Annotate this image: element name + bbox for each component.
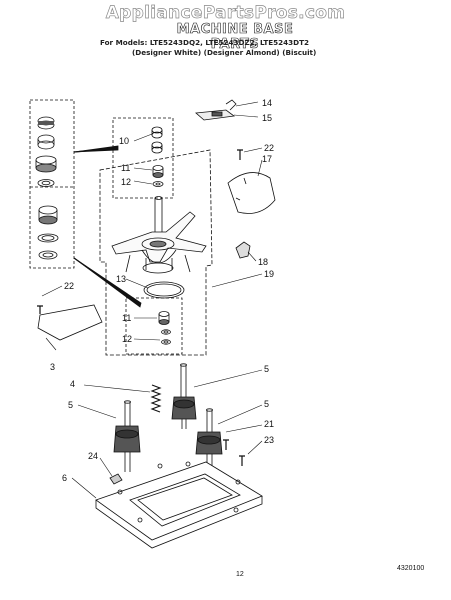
callout-11-upper: 11 (121, 163, 130, 173)
callout-18: 18 (258, 257, 268, 267)
callout-19: 19 (264, 269, 274, 279)
callout-6: 6 (62, 473, 67, 483)
leader-lines (41, 101, 263, 499)
shock-strut-center (171, 363, 197, 429)
callout-10: 10 (119, 136, 129, 146)
callout-11-lower: 11 (122, 313, 131, 323)
left-bearing-set-lower (37, 205, 59, 260)
model-list: For Models: LTE5243DQ2, LTE5243DZ2, LTE5… (100, 38, 340, 58)
site-watermark: AppliancePartsPros.com (105, 3, 346, 24)
page-number: 12 (236, 571, 244, 578)
models-line: For Models: LTE5243DQ2, LTE5243DZ2, LTE5… (100, 38, 310, 47)
motor-cover (227, 172, 276, 214)
left-bearing-set-upper (35, 116, 57, 187)
base-plate (37, 304, 103, 341)
base-clip (109, 473, 123, 485)
lower-bearing-parts (158, 311, 171, 345)
screw-right-2 (239, 455, 245, 466)
screw-right-1 (223, 439, 229, 450)
callout-4: 4 (70, 379, 75, 389)
callout-12-upper: 12 (121, 177, 131, 187)
document-number: 4320100 (397, 565, 424, 572)
callout-22-lower: 22 (64, 281, 74, 291)
callout-22-upper: 22 (264, 143, 274, 153)
callout-3: 3 (50, 362, 55, 372)
transmission-hub (111, 196, 207, 274)
switch-bracket (195, 99, 237, 121)
machine-base-frame (95, 461, 263, 549)
screw-upper (237, 149, 243, 160)
shock-strut-left (113, 400, 141, 472)
callout-21: 21 (264, 419, 274, 429)
wire-clip (235, 241, 251, 259)
hub-assembly-outline (99, 149, 213, 356)
callout-5-right: 5 (264, 399, 269, 409)
callout-17: 17 (262, 154, 272, 164)
callout-24: 24 (88, 451, 98, 461)
callout-12-lower: 12 (122, 334, 132, 344)
callout-5-left: 5 (68, 400, 73, 410)
variants-line: (Designer White) (Designer Almond) (Bisc… (132, 48, 317, 57)
callout-23: 23 (264, 435, 274, 445)
upper-parts-box (112, 117, 174, 199)
lower-parts-box (125, 297, 183, 355)
callout-labels: 14 15 10 11 12 22 17 18 19 13 22 11 12 3… (50, 98, 274, 483)
callout-5-center: 5 (264, 364, 269, 374)
callout-15: 15 (262, 113, 272, 123)
upper-bearing-parts (151, 126, 164, 187)
shock-strut-right (195, 408, 223, 466)
suspension-spring (150, 384, 162, 413)
left-parts-box (29, 99, 75, 269)
callout-13: 13 (116, 274, 126, 284)
diagram-title: MACHINE BASE PARTS (176, 22, 294, 53)
callout-14: 14 (262, 98, 272, 108)
